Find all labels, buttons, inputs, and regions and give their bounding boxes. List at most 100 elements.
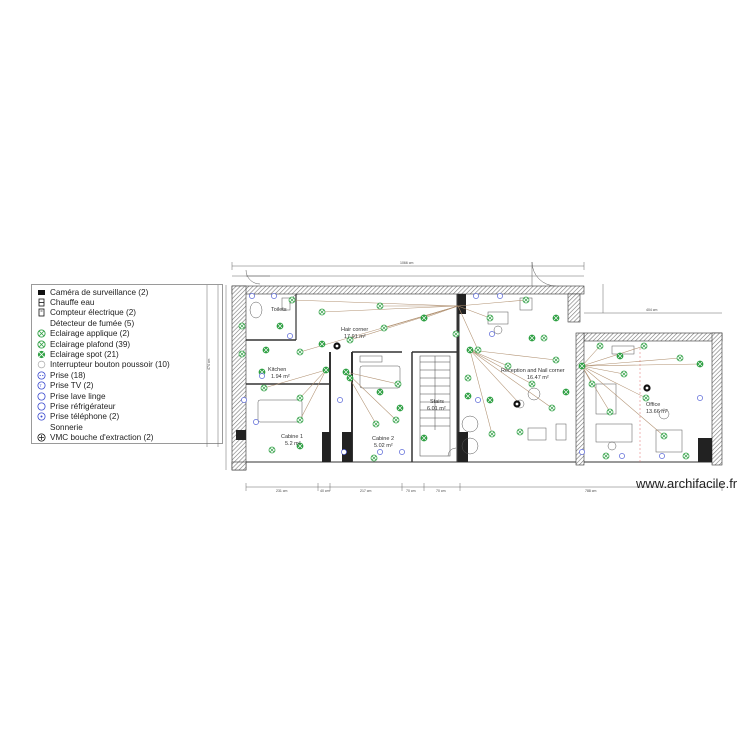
spot-light-symbol (696, 360, 704, 368)
ventilation-icon (36, 433, 46, 443)
ceiling-light-symbol (516, 428, 524, 436)
ceiling-light-symbol (296, 394, 304, 402)
ceiling-light-symbol (548, 404, 556, 412)
socket-symbol (619, 453, 625, 459)
ceiling-light-symbol (392, 416, 400, 424)
legend-item: Prise réfrigérateur (36, 401, 222, 411)
legend-item: Interrupteur bouton poussoir (10) (36, 360, 222, 370)
dim-bottom-5: 70 cm (436, 489, 446, 493)
room-office-area: 13.66 m² (646, 409, 668, 415)
dimension-texts: 1066 cm 404 cm 231 cm 40 cm 217 cm 70 cm… (207, 261, 658, 493)
legend-item: Compteur électrique (2) (36, 308, 222, 318)
spot-light-symbol (342, 368, 350, 376)
room-cabine1-area: 5.2 m² (285, 441, 301, 447)
ceiling-light-symbol (346, 336, 354, 344)
camera-icon (36, 287, 46, 297)
phone-socket-icon (36, 412, 46, 422)
ceiling-light-symbol (288, 296, 296, 304)
spot-light-symbol (552, 314, 560, 322)
socket-symbol (475, 397, 481, 403)
washing-machine-socket-icon (36, 391, 46, 401)
socket-symbol (337, 397, 343, 403)
ceiling-light-symbol (660, 432, 668, 440)
legend-item-label: Sonnerie (50, 422, 83, 432)
room-cabine1-name: Cabine 1 (281, 434, 303, 440)
ceiling-light-symbol (488, 430, 496, 438)
dim-left-total: 474 cm (207, 358, 211, 370)
electric-meter-icon (36, 308, 46, 318)
legend-item: Sonnerie (36, 422, 222, 432)
ceiling-light-symbol (504, 362, 512, 370)
socket-symbol (697, 395, 703, 401)
socket-symbol (253, 419, 259, 425)
ceiling-light-symbol (540, 334, 548, 342)
ceiling-light-symbol (606, 408, 614, 416)
socket-symbol (249, 293, 255, 299)
ceiling-light-symbol (452, 330, 460, 338)
socket-symbol (377, 449, 383, 455)
ceiling-light-icon (36, 339, 46, 349)
socket-symbol (399, 449, 405, 455)
socket-symbol (241, 397, 247, 403)
ceiling-light-symbol (370, 454, 378, 462)
room-reception-area: 16.47 m² (527, 375, 549, 381)
room-reception-name: Reception and Nail corner (501, 368, 565, 374)
ceiling-light-symbol (676, 354, 684, 362)
furniture (249, 297, 683, 455)
socket-symbol (259, 373, 265, 379)
ceiling-light-symbol (682, 452, 690, 460)
wall-light-icon (36, 329, 46, 339)
legend-item: Eclairage applique (2) (36, 329, 222, 339)
fridge-socket-icon (36, 401, 46, 411)
tv-socket-symbol (513, 400, 521, 408)
spot-light-symbol (562, 388, 570, 396)
socket-symbol (497, 293, 503, 299)
spot-light-symbol (464, 392, 472, 400)
spot-light-symbol (276, 322, 284, 330)
legend-item-label: Prise réfrigérateur (50, 401, 116, 411)
dim-top-total: 1066 cm (400, 261, 414, 265)
tv-socket-symbol (643, 384, 651, 392)
legend-item: T Prise TV (2) (36, 381, 222, 391)
dim-bottom-3: 217 cm (360, 489, 372, 493)
spot-light-symbol (420, 314, 428, 322)
ceiling-light-symbol (238, 350, 246, 358)
smoke-detector-icon (36, 318, 46, 328)
ceiling-light-symbol (464, 374, 472, 382)
legend-item: Détecteur de fumée (5) (36, 318, 222, 328)
dimension-lines (206, 262, 723, 491)
room-cabine2-area: 5.02 m² (374, 443, 393, 449)
svg-text:T: T (39, 383, 42, 388)
spot-light-symbol (396, 404, 404, 412)
legend-item-label: Eclairage applique (2) (50, 329, 130, 339)
socket-symbol (489, 331, 495, 337)
ceiling-light-symbol (528, 380, 536, 388)
spot-light-symbol (528, 334, 536, 342)
room-cabine2-name: Cabine 2 (372, 436, 394, 442)
dim-bottom-1: 231 cm (276, 489, 288, 493)
legend-item: Prise téléphone (2) (36, 412, 222, 422)
ceiling-light-symbol (596, 342, 604, 350)
ceiling-light-symbol (552, 356, 560, 364)
socket-symbol (473, 293, 479, 299)
ceiling-light-symbol (602, 452, 610, 460)
legend-item-label: Eclairage spot (21) (50, 350, 119, 360)
spot-light-symbol (578, 362, 586, 370)
spot-light-symbol (616, 352, 624, 360)
spot-light-symbol (346, 374, 354, 382)
spot-light-symbol (296, 442, 304, 450)
legend-item-label: Prise TV (2) (50, 381, 94, 391)
ceiling-light-symbol (296, 416, 304, 424)
dim-bottom-2: 40 cm (320, 489, 330, 493)
legend-item-label: Prise lave linge (50, 391, 106, 401)
legend-item: Eclairage plafond (39) (36, 339, 222, 349)
ceiling-light-symbol (380, 324, 388, 332)
room-labels: Toilets Hair corner 17.91 m² Kitchen 1.9… (268, 307, 668, 449)
socket-symbol (659, 453, 665, 459)
room-toilets-name: Toilets (271, 307, 287, 313)
legend-item-label: VMC bouche d'extraction (2) (50, 433, 154, 443)
tv-socket-icon: T (36, 381, 46, 391)
electrical-symbols (238, 293, 704, 462)
room-office-name: Office (646, 402, 660, 408)
